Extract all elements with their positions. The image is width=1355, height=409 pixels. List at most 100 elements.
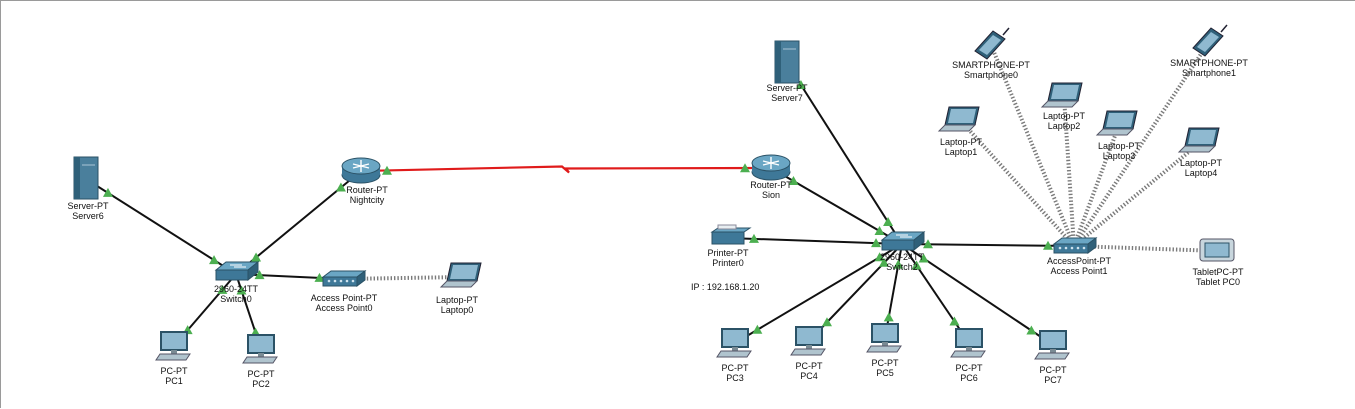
ethernet-link[interactable] [808, 243, 903, 342]
ethernet-link[interactable] [901, 243, 1054, 346]
ethernet-link[interactable] [85, 178, 237, 275]
laptop-icon[interactable] [937, 106, 980, 132]
smartphone-icon[interactable] [974, 27, 1010, 60]
device-name: Laptop4 [1184, 168, 1218, 178]
pc-icon[interactable] [716, 328, 752, 358]
device-name: PC4 [800, 371, 818, 381]
laptop-icon[interactable] [1040, 82, 1083, 108]
device-type: Server-PT [766, 83, 808, 93]
pc-icon[interactable] [790, 326, 826, 356]
serial-link[interactable] [360, 163, 772, 175]
smartphone-icon[interactable] [1192, 24, 1228, 57]
ethernet-link[interactable] [727, 233, 903, 248]
access-point-icon[interactable] [321, 270, 367, 287]
laptop-icon[interactable] [1177, 127, 1220, 153]
pc-icon[interactable] [155, 331, 191, 361]
wireless-link[interactable] [1072, 124, 1121, 247]
switch-icon[interactable] [880, 230, 926, 252]
device-name: Laptop2 [1047, 121, 1081, 131]
switch-icon[interactable] [214, 260, 260, 282]
pc-icon[interactable] [866, 323, 902, 353]
wireless-link[interactable] [989, 44, 1076, 247]
ethernet-link[interactable] [901, 239, 1075, 250]
link-status-up-indicator [893, 259, 904, 269]
device-type: Printer-PT [707, 248, 749, 258]
tablet-icon[interactable] [1199, 238, 1235, 262]
device-type: PC-PT [871, 358, 899, 368]
device-type: Access Point-PT [310, 293, 378, 303]
laptop-icon[interactable] [439, 262, 482, 288]
device-name: Access Point1 [1050, 266, 1108, 276]
link-status-up-indicator [740, 163, 751, 173]
ethernet-link[interactable] [883, 243, 904, 339]
device-name: Sion [761, 190, 781, 200]
ethernet-link[interactable] [901, 243, 970, 344]
device-ip-note: IP : 192.168.1.20 [691, 282, 760, 292]
ethernet-link[interactable] [786, 62, 903, 245]
device-name: Tablet PC0 [1195, 277, 1241, 287]
link-status-up-indicator [314, 272, 325, 282]
router-icon[interactable] [751, 154, 791, 181]
device-name: Laptop3 [1102, 151, 1136, 161]
device-name: Switch2 [886, 262, 918, 272]
device-name: Smartphone1 [1181, 68, 1237, 78]
link-status-up-indicator [251, 252, 262, 262]
link-status-up-indicator [821, 317, 832, 327]
device-name: Access Point0 [315, 303, 373, 313]
device-name: Smartphone0 [963, 70, 1019, 80]
access-point-icon[interactable] [1052, 237, 1098, 254]
pc-icon[interactable] [242, 334, 278, 364]
device-type: PC-PT [721, 363, 749, 373]
ethernet-link[interactable] [235, 170, 362, 275]
device-type: Router-PT [750, 180, 792, 190]
device-name: PC3 [726, 373, 744, 383]
link-status-up-indicator [883, 312, 894, 322]
device-type: 2960-24TT [879, 252, 925, 262]
device-name: Laptop1 [944, 147, 978, 157]
ethernet-link[interactable] [770, 167, 903, 245]
server-icon[interactable] [73, 156, 99, 200]
link-status-up-indicator [871, 238, 882, 248]
link-status-up-indicator [1043, 240, 1054, 250]
wireless-link[interactable] [1072, 140, 1203, 248]
pc-icon[interactable] [950, 328, 986, 358]
wireless-link[interactable] [959, 119, 1076, 248]
laptop-icon[interactable] [1095, 110, 1138, 136]
device-type: Server-PT [67, 201, 109, 211]
router-icon[interactable] [341, 157, 381, 184]
device-type: SMARTPHONE-PT [1170, 58, 1248, 68]
wireless-link[interactable] [1062, 96, 1076, 247]
link-status-up-indicator [883, 217, 894, 227]
pc-icon[interactable] [1034, 330, 1070, 360]
ethernet-link[interactable] [734, 243, 903, 344]
device-name: PC1 [165, 376, 183, 386]
device-name: PC2 [252, 379, 270, 389]
device-type: 2960-24TT [213, 284, 259, 294]
server-icon[interactable] [774, 40, 800, 84]
device-name: Nightcity [349, 195, 385, 205]
printer-icon[interactable] [710, 224, 752, 245]
device-name: Printer0 [712, 258, 744, 268]
link-status-up-indicator [236, 285, 247, 295]
wireless-link[interactable] [1073, 244, 1219, 253]
